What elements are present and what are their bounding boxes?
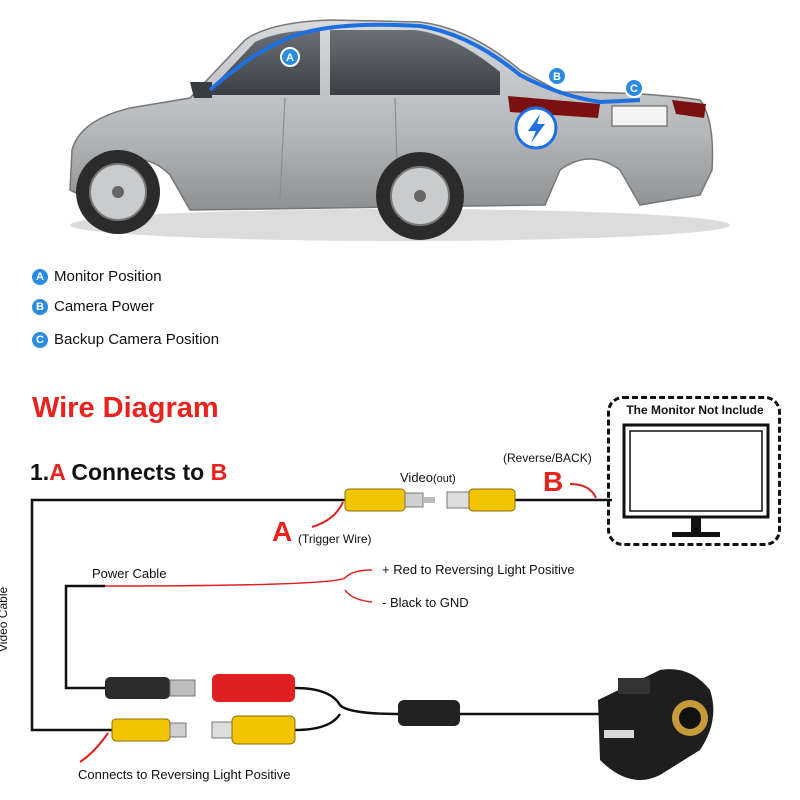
legend-label-backup-camera-position: Backup Camera Position: [54, 331, 220, 348]
legend-item-camera-power: B Camera Power: [32, 298, 154, 315]
rca-yellow-male-bottom: [111, 718, 187, 742]
car-mirror: [190, 82, 212, 98]
dc-red-female-connector: [212, 674, 295, 702]
reversing-light-note: Connects to Reversing Light Positive: [78, 767, 291, 782]
legend-label-monitor-position: Monitor Position: [54, 268, 162, 285]
step-b: B: [210, 459, 228, 485]
backup-camera: [598, 669, 714, 780]
legend-badge-b: B: [32, 298, 48, 315]
pointer-line-b: [569, 483, 597, 499]
power-lightning-icon: [514, 106, 558, 150]
rca-yellow-male-a: [344, 488, 435, 512]
wire-diagram-title: Wire Diagram: [32, 392, 219, 424]
black-wire-note: - Black to GND: [382, 595, 469, 610]
monitor-icon: [622, 423, 770, 537]
monitor-not-included-note: The Monitor Not Include: [626, 403, 764, 417]
video-cable-label: Video Cable: [0, 586, 10, 652]
car-wheel-rear: [376, 152, 464, 240]
car-marker-a-letter: A: [286, 52, 294, 64]
reverse-back-label: (Reverse/BACK): [503, 451, 592, 465]
car-marker-b: B: [547, 66, 567, 86]
trigger-wire-label: (Trigger Wire): [298, 532, 372, 546]
video-cable-line: [30, 498, 345, 732]
power-branch-red: [104, 569, 373, 587]
wiring-route-line: [208, 22, 641, 105]
car-window-rear: [330, 30, 500, 95]
video-out-label: Video(out): [400, 470, 456, 485]
step-a: A: [49, 459, 65, 485]
power-branch-black: [344, 589, 373, 603]
red-wire-note: + Red to Reversing Light Positive: [382, 562, 575, 577]
camera-cable-line: [294, 686, 600, 732]
legend-badge-a: A: [32, 268, 48, 285]
car-license-plate: [611, 105, 668, 127]
rca-yellow-female-out: [446, 488, 516, 512]
legend-item-monitor-position: A Monitor Position: [32, 268, 162, 285]
monitor-dashed-box: [607, 396, 781, 546]
car-tail-light-right: [672, 100, 706, 118]
step-prefix: 1.: [30, 459, 50, 485]
rca-yellow-female-bottom: [211, 715, 296, 745]
marker-b-label: B: [543, 466, 564, 497]
cable-splitter-block: [398, 700, 460, 726]
car-marker-c-letter: C: [630, 83, 638, 95]
power-cable-line: [64, 584, 110, 690]
power-cable-label: Power Cable: [92, 566, 167, 581]
car-wheel-front: [76, 150, 160, 234]
video-out-label-main: Video: [400, 470, 434, 485]
step-connect-a-to-b: 1.A Connects to B: [30, 459, 227, 486]
marker-a-label: A: [272, 516, 293, 547]
video-out-label-suffix: (out): [433, 473, 456, 485]
pointer-line-a: [311, 501, 344, 528]
legend-label-camera-power: Camera Power: [54, 298, 155, 315]
step-middle: Connects to: [64, 459, 211, 485]
legend-badge-c: C: [32, 331, 48, 348]
car-marker-b-letter: B: [553, 71, 561, 83]
car-marker-c: C: [624, 78, 644, 98]
legend-item-backup-camera-position: C Backup Camera Position: [32, 331, 219, 348]
car-illustration: A B C: [69, 19, 730, 241]
dc-black-male-connector: [105, 677, 196, 699]
pointer-line-bottom: [79, 732, 109, 763]
car-marker-a: A: [280, 47, 300, 67]
car-window-front: [205, 30, 320, 95]
